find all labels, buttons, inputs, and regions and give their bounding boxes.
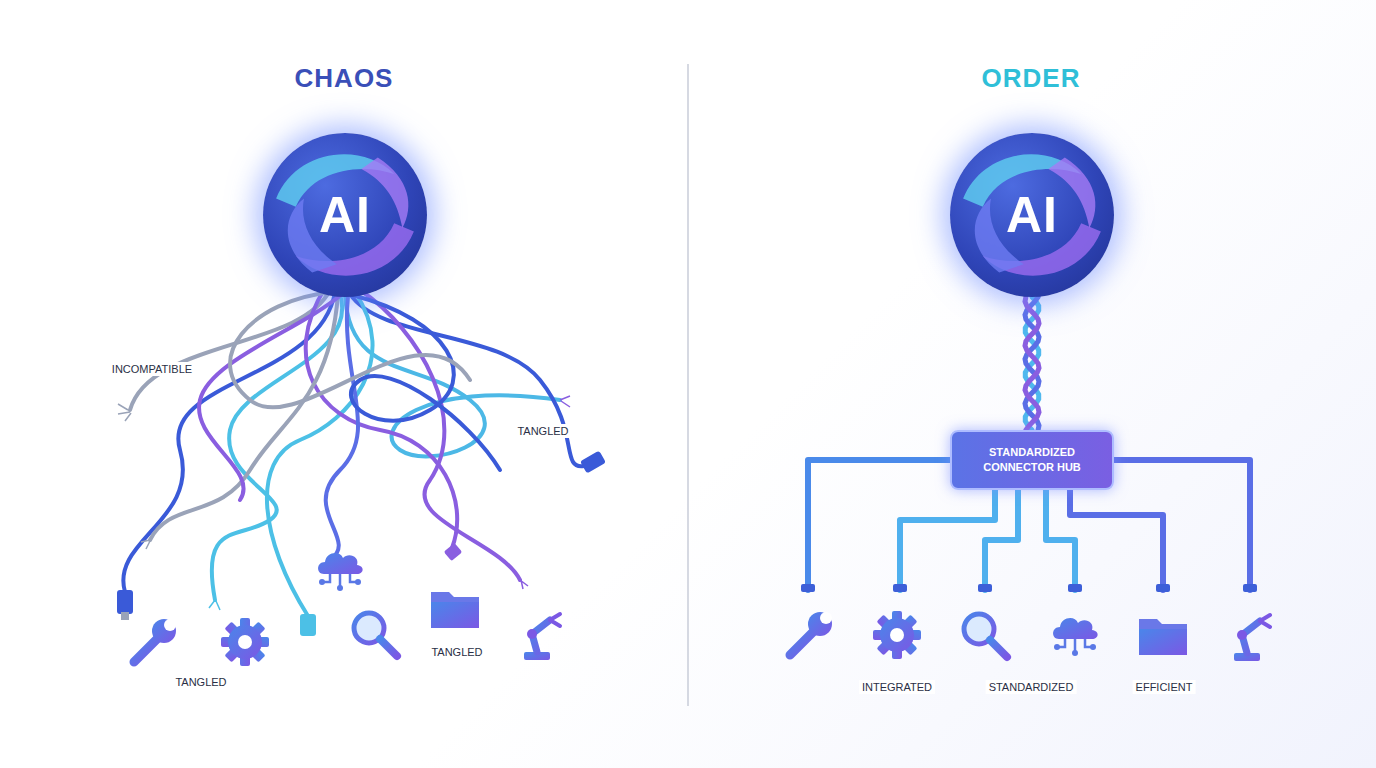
callout-label: TANGLED (514, 424, 571, 438)
divider (687, 64, 689, 706)
braided-cable (1025, 297, 1039, 430)
order-icons (790, 611, 1270, 661)
tangled-wires (123, 288, 584, 616)
callout-label: INCOMPATIBLE (109, 362, 195, 376)
chaos-icons (134, 553, 560, 666)
wire-caps (801, 584, 1257, 592)
panel-heading: ORDER (979, 62, 1084, 95)
callout-label: STANDARDIZED (986, 680, 1077, 694)
cable-strand (1025, 297, 1038, 430)
ai-orb: AI (263, 133, 427, 297)
hub-label: STANDARDIZED CONNECTOR HUB (962, 445, 1102, 475)
callout-label: INTEGRATED (859, 680, 935, 694)
plugs (117, 396, 606, 636)
callout-label: TANGLED (428, 645, 485, 659)
cable-strand (1025, 297, 1039, 430)
cable-strand (1025, 297, 1039, 430)
ai-orb: AI (950, 133, 1114, 297)
connector-hub: STANDARDIZED CONNECTOR HUB (950, 430, 1114, 490)
orb-label: AI (319, 186, 371, 244)
orb-label: AI (1006, 186, 1058, 244)
panel-heading: CHAOS (292, 62, 397, 95)
callout-label: EFFICIENT (1133, 680, 1196, 694)
callout-label: TANGLED (172, 675, 229, 689)
